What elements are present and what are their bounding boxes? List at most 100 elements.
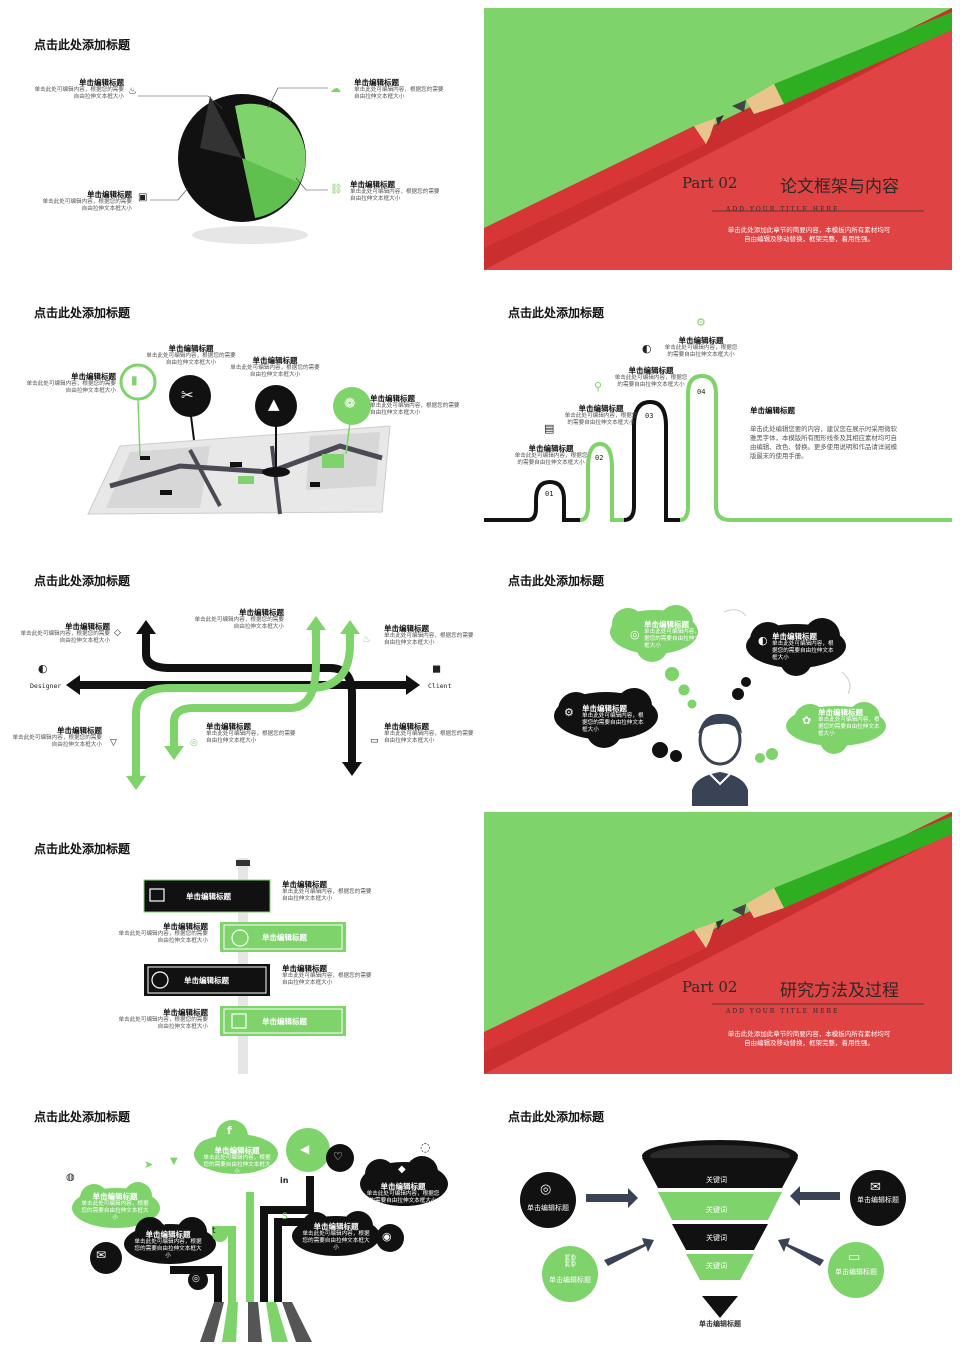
money-icon: ▭	[370, 736, 379, 746]
funnel-bottom-title: 单击编辑标题	[699, 1320, 741, 1328]
step-number: 01	[545, 490, 554, 498]
shirt-icon: ▽	[110, 738, 117, 748]
funnel-graphic	[520, 1140, 906, 1318]
slide-title: 点击此处添加标题	[34, 574, 131, 588]
item-label: 单击编辑标题单击此处可编辑内容，根据您的需要自由拉伸文本框大小	[282, 880, 372, 903]
item-label: 单击编辑标题单击此处可编辑内容，根据您的需要自由拉伸文本框大小	[146, 344, 236, 367]
item-label: 单击编辑标题单击此处可编辑内容，根据您的需要自由拉伸文本框大小	[203, 1146, 271, 1176]
part-number: Part 02	[682, 174, 738, 192]
linkedin-icon: in	[280, 1176, 289, 1185]
funnel-keyword: 关键词	[706, 1262, 727, 1270]
item-label: 单击编辑标题单击此处可编辑内容，根据您的需要自由拉伸文本框大小	[614, 366, 688, 389]
item-label: 单击编辑标题单击此处可编辑内容，根据您的需要自由拉伸文本框大小	[282, 964, 372, 987]
part-title: 论文框架与内容	[780, 177, 899, 197]
item-label: 单击编辑标题单击此处可编辑内容，根据您的需要自由拉伸文本框大小	[206, 722, 296, 745]
item-label: 单击编辑标题单击此处可编辑内容，根据您的需要自由拉伸文本框大小	[34, 78, 124, 101]
item-label: 单击编辑标题单击此处可编辑内容，根据您的需要自由拉伸文本框大小	[302, 1222, 370, 1252]
circle-label: 单击编辑标题	[835, 1268, 877, 1276]
item-label: 单击编辑标题单击此处可编辑内容，根据您的需要自由拉伸文本框大小	[564, 404, 638, 427]
item-label: 单击编辑标题单击此处可编辑内容，根据您的需要自由拉伸文本框大小	[772, 632, 834, 662]
food-icon: ♨	[362, 634, 371, 645]
twitter-icon: ✦	[160, 1218, 169, 1229]
settings-icon: ⚙	[564, 706, 574, 719]
item-label: 单击编辑标题单击此处可编辑内容，根据您的需要自由拉伸文本框大小	[350, 180, 440, 203]
side-description: 单击编辑标题单击此处编辑您要的内容，建议您在展示时采用微软雅黑字体，本模版所有图…	[750, 406, 897, 460]
palette-icon: ◐	[642, 342, 652, 355]
palette-icon: ◐	[758, 634, 768, 647]
slide-steps[interactable]: 点击此处添加标题 01 02 03 04 ▤ ⚲ ◐ ⚙ 单击编辑标题单击此处可…	[484, 276, 952, 538]
sign-label[interactable]: 单击编辑标题	[186, 892, 231, 901]
slide-part-cover-1[interactable]: Part 02 论文框架与内容 ADD YOUR TITLE HERE 单击此处…	[484, 8, 952, 270]
diamond-icon: ◇	[114, 628, 121, 638]
item-label: 单击编辑标题单击此处可编辑内容，根据您的需要自由拉伸文本框大小	[644, 620, 706, 650]
slide-part-cover-2[interactable]: Part 02 研究方法及过程 ADD YOUR TITLE HERE 单击此处…	[484, 812, 952, 1074]
slide-title: 点击此处添加标题	[34, 1110, 131, 1124]
funnel-keyword: 关键词	[706, 1176, 727, 1184]
slide-title: 点击此处添加标题	[508, 574, 605, 588]
globe-icon: ◎	[630, 628, 640, 641]
megaphone-icon: ◀	[300, 1142, 310, 1156]
slide-thinking-clouds[interactable]: 点击此处添加标题 ◎ ◐ ⚙ ✿ 单击编辑标题单击此处可编辑内容，根据您的需要自…	[484, 544, 952, 806]
pencil-photo	[484, 812, 952, 1074]
step-number: 02	[595, 454, 604, 462]
cloud-icon: ☁	[330, 82, 341, 95]
item-label: 单击编辑标题单击此处可编辑内容，根据您的需要自由拉伸文本框大小	[118, 922, 208, 945]
slide-sphere[interactable]: 点击此处添加标题 ♨ ☁ ▣ ⛓ 单击编辑标题单击此处可编辑内容，根据您的需要自…	[10, 8, 478, 270]
sign-label[interactable]: 单击编辑标题	[262, 1017, 307, 1026]
designer-label: Designer	[30, 682, 62, 690]
fire-icon: ♨	[128, 86, 137, 97]
dribbble-icon: ◍	[66, 1172, 75, 1183]
crossroads-graphic	[66, 616, 420, 790]
link-icon: ⛓	[330, 184, 343, 195]
item-label: 单击编辑标题单击此处可编辑内容，根据您的需要自由拉伸文本框大小	[818, 708, 880, 738]
palette-icon: ◐	[38, 662, 48, 675]
cart-icon: ▼	[170, 1156, 178, 1167]
item-label: 单击编辑标题单击此处可编辑内容，根据您的需要自由拉伸文本框大小	[384, 624, 474, 647]
slide-title: 点击此处添加标题	[508, 1110, 605, 1124]
vimeo-icon: v	[328, 1208, 335, 1219]
slide-crossroads[interactable]: 点击此处添加标题 ◐ ◼ Designer Client ◇ ♨ ▽ ◎ ▭ 单…	[10, 544, 478, 806]
item-label: 单击编辑标题单击此处可编辑内容，根据您的需要自由拉伸文本框大小	[230, 356, 320, 379]
slide-title: 点击此处添加标题	[34, 842, 131, 856]
slide-funnel[interactable]: 点击此处添加标题 ◎ ⛓ ✉ ▭ 关键词 关键词 关键词 关键词 单击编辑标题 …	[484, 1080, 952, 1342]
part-number: Part 02	[682, 978, 738, 996]
tree-icon: ▲	[268, 395, 280, 413]
sign-label[interactable]: 单击编辑标题	[184, 976, 229, 985]
thumbs-up-icon: ▲	[172, 1184, 181, 1197]
map-graphic	[87, 363, 391, 515]
circle-label: 单击编辑标题	[549, 1276, 591, 1284]
step-number: 03	[645, 412, 654, 420]
facebook-icon: f	[227, 1124, 232, 1137]
item-label: 单击编辑标题单击此处可编辑内容，根据您的需要自由拉伸文本框大小	[20, 622, 110, 645]
client-label: Client	[428, 682, 452, 690]
part-description: 单击此处添加此章节的简要内容，本模板内所有素材均可自由编辑及移动替换，框架完整，…	[727, 226, 891, 243]
gear-icon: ⚙	[696, 316, 706, 329]
sphere-graphic	[138, 87, 328, 244]
browser-icon: ▭	[848, 1250, 861, 1265]
globe-icon: ◎	[192, 1274, 200, 1284]
heart-icon: ♡	[333, 1150, 343, 1163]
slide-map-pins[interactable]: 点击此处添加标题 ▮ ✂ ▲ ❁ 单击编辑标题单击此处可编辑内容，根据您的需要自…	[10, 276, 478, 538]
part-subtitle: ADD YOUR TITLE HERE	[726, 1008, 840, 1015]
slide-social-tree[interactable]: 点击此处添加标题 f ◀ ♡ ◌ ▣ ✦ ✉ ◉ v ◆ ◍ ➤ ▼ ▲ ◎ i…	[10, 1080, 478, 1342]
slide-title: 点击此处添加标题	[34, 38, 131, 52]
safe-icon: ▣	[138, 192, 148, 203]
document-icon: ▤	[544, 422, 555, 435]
cup-icon: ▮	[131, 373, 138, 387]
item-label: 单击编辑标题单击此处可编辑内容，根据您的需要自由拉伸文本框大小	[370, 394, 460, 417]
slide-signposts[interactable]: 点击此处添加标题 单击编辑标题 单击编辑标题 单击编辑标题 单击编辑标题 单击编…	[10, 812, 478, 1074]
database-icon: ◎	[190, 738, 198, 748]
sign-label[interactable]: 单击编辑标题	[262, 933, 307, 942]
circle-label: 单击编辑标题	[527, 1204, 569, 1212]
signpost-graphic	[143, 858, 346, 1074]
part-description: 单击此处添加此章节的简要内容，本模板内所有素材均可自由编辑及移动替换，框架完整，…	[727, 1030, 891, 1047]
clouds-graphic	[554, 605, 886, 806]
item-label: 单击编辑标题单击此处可编辑内容，根据您的需要自由拉伸文本框大小	[194, 608, 284, 631]
slide-title: 点击此处添加标题	[508, 306, 605, 320]
circle-label: 单击编辑标题	[857, 1196, 899, 1204]
item-label: 单击编辑标题单击此处可编辑内容，根据您的需要自由拉伸文本框大小	[81, 1192, 149, 1222]
funnel-keyword: 关键词	[706, 1234, 727, 1242]
instagram-icon: ▣	[108, 1178, 118, 1189]
mail-icon: ✉	[96, 1248, 107, 1262]
steps-graphic	[484, 373, 952, 522]
